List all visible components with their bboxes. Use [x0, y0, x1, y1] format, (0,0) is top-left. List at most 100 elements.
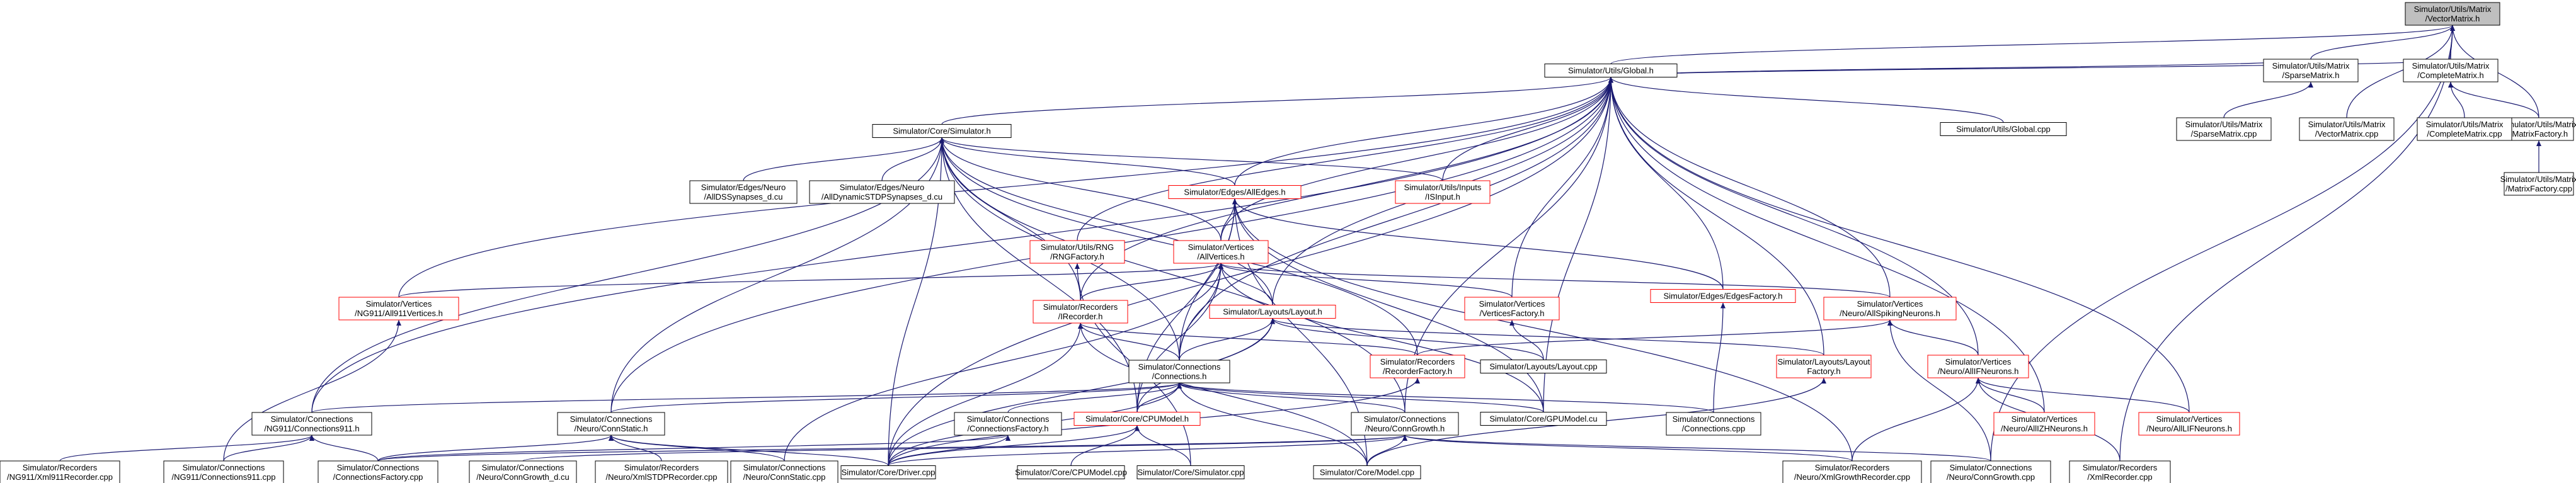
node-allds[interactable]: Simulator/Edges/Neuro/AllDSSynapses_d.cu: [689, 180, 798, 204]
node-recfactory[interactable]: Simulator/Recorders/RecorderFactory.h: [1370, 355, 1465, 378]
node-conn911h[interactable]: Simulator/Connections/NG911/Connections9…: [251, 412, 372, 436]
node-gpumodel[interactable]: Simulator/Core/GPUModel.cu: [1480, 412, 1607, 426]
node-complete[interactable]: Simulator/Utils/Matrix/CompleteMatrix.h: [2403, 59, 2499, 82]
node-box[interactable]: [0, 460, 120, 483]
node-box[interactable]: [2138, 412, 2240, 436]
node-connh[interactable]: Simulator/Connections/Connections.h: [1128, 360, 1230, 384]
node-box[interactable]: [1017, 465, 1125, 479]
node-edgesfactory[interactable]: Simulator/Edges/EdgesFactory.h: [1650, 289, 1796, 303]
node-mfactory[interactable]: Simulator/Utils/Matrix/MatrixFactory.h: [2500, 117, 2576, 141]
node-xmlrec[interactable]: Simulator/Recorders/XmlRecorder.cpp: [2069, 460, 2171, 483]
node-allvertices[interactable]: Simulator/Vertices/AllVertices.h: [1173, 240, 1269, 264]
node-box[interactable]: [2504, 172, 2574, 196]
node-box[interactable]: [1128, 360, 1230, 384]
node-connfactorycpp[interactable]: Simulator/Connections/ConnectionsFactory…: [318, 460, 438, 483]
node-mfactorycpp[interactable]: Simulator/Utils/Matrix/MatrixFactory.cpp: [2500, 172, 2576, 196]
node-lif[interactable]: Simulator/Vertices/Neuro/AllLIFNeurons.h: [2138, 412, 2240, 436]
node-box[interactable]: [1351, 412, 1459, 436]
node-box[interactable]: [2263, 59, 2359, 82]
node-box[interactable]: [338, 297, 459, 321]
node-box[interactable]: [1823, 297, 1957, 321]
node-box[interactable]: [1370, 355, 1465, 378]
node-box[interactable]: [1209, 305, 1336, 319]
node-globalcpp[interactable]: Simulator/Utils/Global.cpp: [1940, 122, 2067, 136]
node-xmlgrowth[interactable]: Simulator/Recorders/Neuro/XmlGrowthRecor…: [1782, 460, 1922, 483]
node-box[interactable]: [469, 460, 577, 483]
node-box[interactable]: [1029, 240, 1125, 264]
node-isinput[interactable]: Simulator/Utils/Inputs/ISInput.h: [1395, 180, 1491, 204]
node-connfactory[interactable]: Simulator/Connections/ConnectionsFactory…: [954, 412, 1062, 436]
node-box[interactable]: [1480, 412, 1607, 426]
node-box[interactable]: [1168, 185, 1302, 199]
node-box[interactable]: [1464, 297, 1560, 321]
node-box[interactable]: [595, 460, 728, 483]
node-box[interactable]: [1395, 180, 1491, 204]
node-box[interactable]: [318, 460, 438, 483]
node-box[interactable]: [1776, 355, 1872, 378]
node-cpumodel[interactable]: Simulator/Core/CPUModel.h: [1073, 412, 1201, 426]
node-box[interactable]: [1480, 360, 1607, 373]
node-box[interactable]: [2299, 117, 2395, 141]
node-connstatic[interactable]: Simulator/Connections/Neuro/ConnStatic.h: [557, 412, 665, 436]
node-box[interactable]: [2504, 117, 2574, 141]
node-irecorder[interactable]: Simulator/Recorders/IRecorder.h: [1033, 300, 1128, 324]
node-drivercpp[interactable]: Simulator/Core/Driver.cpp: [840, 465, 936, 479]
node-conngrowthcpp[interactable]: Simulator/Connections/Neuro/ConnGrowth.c…: [1930, 460, 2051, 483]
node-box[interactable]: [2176, 117, 2272, 141]
node-box[interactable]: [557, 412, 665, 436]
node-conngrowthcu[interactable]: Simulator/Connections/Neuro/ConnGrowth_d…: [469, 460, 577, 483]
node-box[interactable]: [809, 180, 955, 204]
node-xmlstdp[interactable]: Simulator/Recorders/Neuro/XmlSTDPRecorde…: [595, 460, 728, 483]
node-box[interactable]: [954, 412, 1062, 436]
node-box[interactable]: [840, 465, 936, 479]
node-box[interactable]: [1073, 412, 1201, 426]
node-conncpp[interactable]: Simulator/Connections/Connections.cpp: [1666, 412, 1761, 436]
node-global[interactable]: Simulator/Utils/Global.h: [1544, 64, 1678, 77]
node-box[interactable]: [1666, 412, 1761, 436]
node-conngrowth[interactable]: Simulator/Connections/Neuro/ConnGrowth.h: [1351, 412, 1459, 436]
node-box[interactable]: [1136, 465, 1245, 479]
node-box[interactable]: [2403, 59, 2499, 82]
node-simulatorh[interactable]: Simulator/Core/Simulator.h: [872, 124, 1012, 138]
node-box[interactable]: [1927, 355, 2029, 378]
node-box[interactable]: [1993, 412, 2095, 436]
node-sparse[interactable]: Simulator/Utils/Matrix/SparseMatrix.h: [2263, 59, 2359, 82]
node-layouth[interactable]: Simulator/Layouts/Layout.h: [1209, 305, 1336, 319]
node-box[interactable]: [1033, 300, 1128, 324]
node-spiking[interactable]: Simulator/Vertices/Neuro/AllSpikingNeuro…: [1823, 297, 1957, 321]
node-box[interactable]: [1782, 460, 1922, 483]
node-vm[interactable]: Simulator/Utils/Matrix/VectorMatrix.h: [2405, 2, 2500, 26]
node-box[interactable]: [872, 124, 1012, 138]
node-box[interactable]: [1313, 465, 1421, 479]
node-box[interactable]: [2069, 460, 2171, 483]
node-connstaticcpp[interactable]: Simulator/Connections/Neuro/ConnStatic.c…: [730, 460, 839, 483]
node-xml911[interactable]: Simulator/Recorders/NG911/Xml911Recorder…: [0, 460, 120, 483]
node-box[interactable]: [163, 460, 284, 483]
node-box[interactable]: [1173, 240, 1269, 264]
node-box[interactable]: [251, 412, 372, 436]
node-box[interactable]: [1650, 289, 1796, 303]
node-cpumodelcpp[interactable]: Simulator/Core/CPUModel.cpp: [1015, 465, 1127, 479]
node-conn911cpp[interactable]: Simulator/Connections/NG911/Connections9…: [163, 460, 284, 483]
node-box[interactable]: [2405, 2, 2500, 26]
node-simcpp[interactable]: Simulator/Core/Simulator.cpp: [1136, 465, 1245, 479]
node-vectorcpp[interactable]: Simulator/Utils/Matrix/VectorMatrix.cpp: [2299, 117, 2395, 141]
node-iif[interactable]: Simulator/Vertices/Neuro/AllIFNeurons.h: [1927, 355, 2029, 378]
node-box[interactable]: [1930, 460, 2051, 483]
node-box[interactable]: [2417, 117, 2512, 141]
node-box[interactable]: [730, 460, 839, 483]
node-completecpp[interactable]: Simulator/Utils/Matrix/CompleteMatrix.cp…: [2417, 117, 2512, 141]
node-vertfactory[interactable]: Simulator/Vertices/VerticesFactory.h: [1464, 297, 1560, 321]
node-alldyn[interactable]: Simulator/Edges/Neuro/AllDynamicSTDPSyna…: [809, 180, 955, 204]
node-layoutcpp[interactable]: Simulator/Layouts/Layout.cpp: [1480, 360, 1607, 373]
node-box[interactable]: [689, 180, 798, 204]
node-sparsecpp[interactable]: Simulator/Utils/Matrix/SparseMatrix.cpp: [2176, 117, 2272, 141]
node-alledges[interactable]: Simulator/Edges/AllEdges.h: [1168, 185, 1302, 199]
node-modelcpp[interactable]: Simulator/Core/Model.cpp: [1313, 465, 1421, 479]
node-box[interactable]: [1544, 64, 1678, 77]
node-box[interactable]: [1940, 122, 2067, 136]
node-ng911vert[interactable]: Simulator/Vertices/NG911/All911Vertices.…: [338, 297, 459, 321]
node-izh[interactable]: Simulator/Vertices/Neuro/AllIZHNeurons.h: [1993, 412, 2095, 436]
node-rng[interactable]: Simulator/Utils/RNG/RNGFactory.h: [1029, 240, 1125, 264]
